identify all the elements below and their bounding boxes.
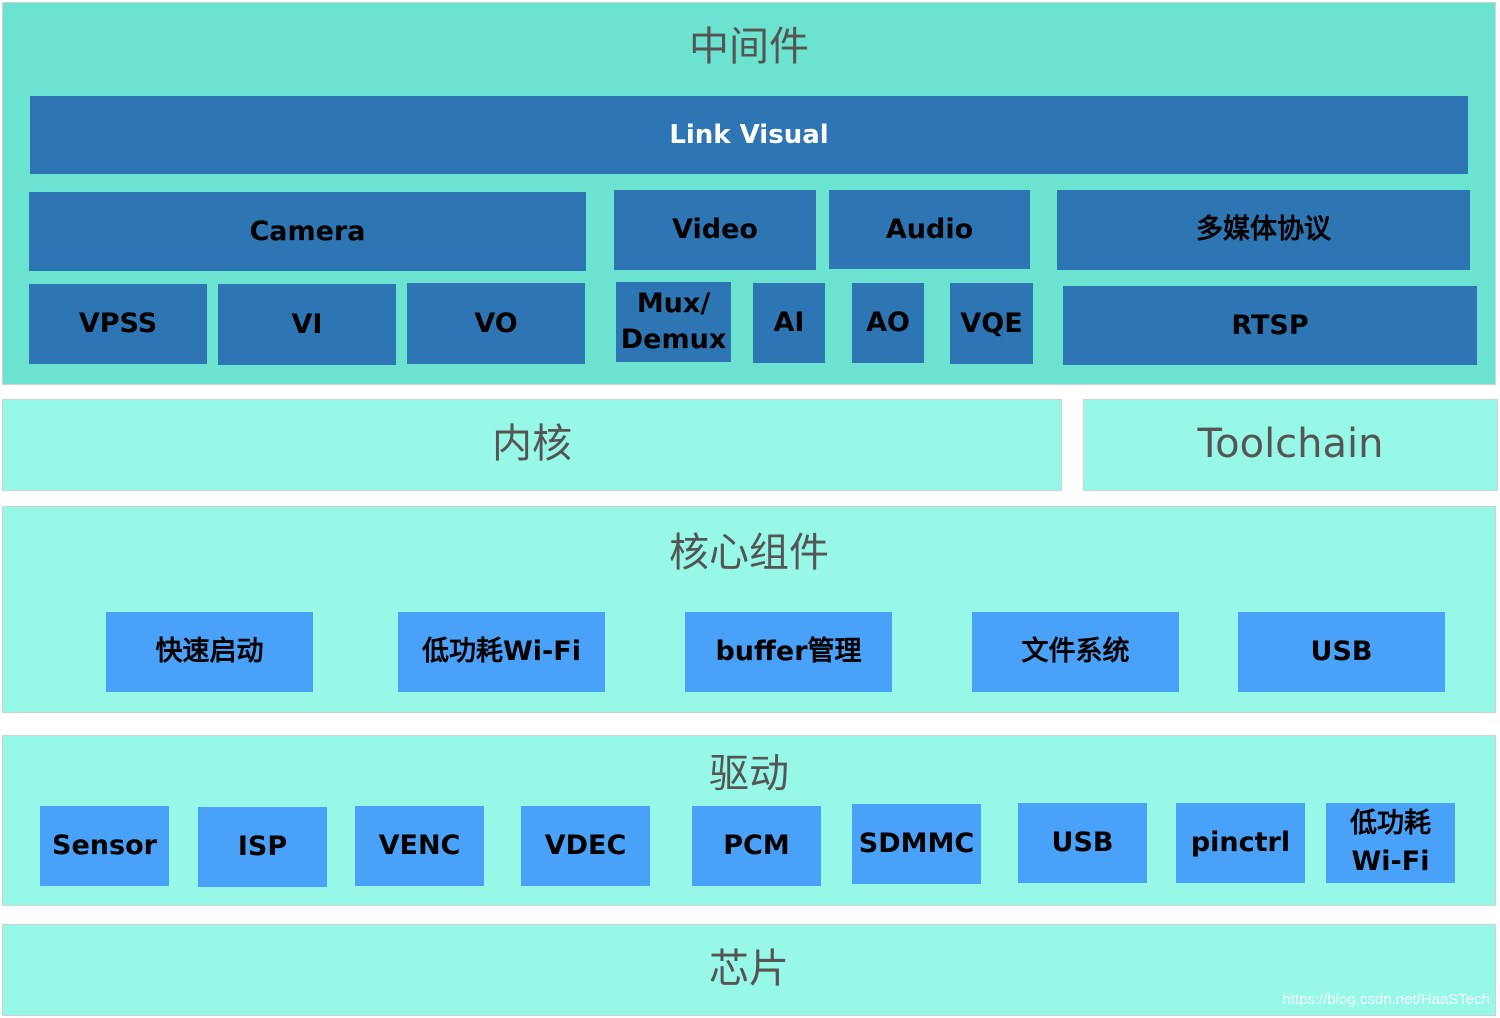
file-system-box: 文件系统 (972, 612, 1179, 692)
vdec-driver-box: VDEC (521, 806, 650, 886)
core-components-title: 核心组件 (669, 530, 829, 576)
isp-driver-box: ISP (198, 807, 327, 887)
low-power-wifi-box: 低功耗Wi-Fi (398, 612, 605, 692)
pinctrl-driver-box: pinctrl (1176, 803, 1305, 883)
link-visual-box: Link Visual (30, 96, 1468, 174)
buffer-management-box: buffer管理 (685, 612, 892, 692)
chip-layer: 芯片 (2, 924, 1496, 1016)
sdmmc-driver-box: SDMMC (852, 804, 981, 884)
low-power-wifi-driver-box: 低功耗 Wi-Fi (1326, 803, 1455, 883)
chip-title: 芯片 (709, 946, 789, 992)
audio-box: Audio (829, 190, 1030, 269)
fast-boot-box: 快速启动 (106, 612, 313, 692)
toolchain-layer: Toolchain (1083, 399, 1498, 491)
camera-box: Camera (29, 192, 586, 271)
watermark: https://blog.csdn.net/HaaSTech (1282, 991, 1490, 1008)
video-box: Video (614, 190, 816, 270)
vo-box: VO (407, 283, 585, 364)
venc-driver-box: VENC (355, 806, 484, 886)
mux-demux-box: Mux/ Demux (616, 282, 731, 362)
multimedia-protocol-box: 多媒体协议 (1057, 190, 1470, 270)
kernel-layer: 内核 (2, 399, 1062, 491)
vqe-box: VQE (950, 283, 1033, 364)
toolchain-title: Toolchain (1197, 421, 1384, 467)
ao-box: AO (852, 283, 924, 363)
drivers-title: 驱动 (709, 751, 789, 797)
usb-component-box: USB (1238, 612, 1445, 692)
sensor-driver-box: Sensor (40, 806, 169, 886)
vpss-box: VPSS (29, 284, 207, 364)
usb-driver-box: USB (1018, 803, 1147, 883)
rtsp-box: RTSP (1063, 286, 1477, 365)
middleware-title: 中间件 (689, 24, 809, 70)
kernel-title: 内核 (492, 421, 572, 467)
pcm-driver-box: PCM (692, 806, 821, 886)
ai-box: AI (753, 283, 825, 363)
vi-box: VI (218, 284, 396, 365)
